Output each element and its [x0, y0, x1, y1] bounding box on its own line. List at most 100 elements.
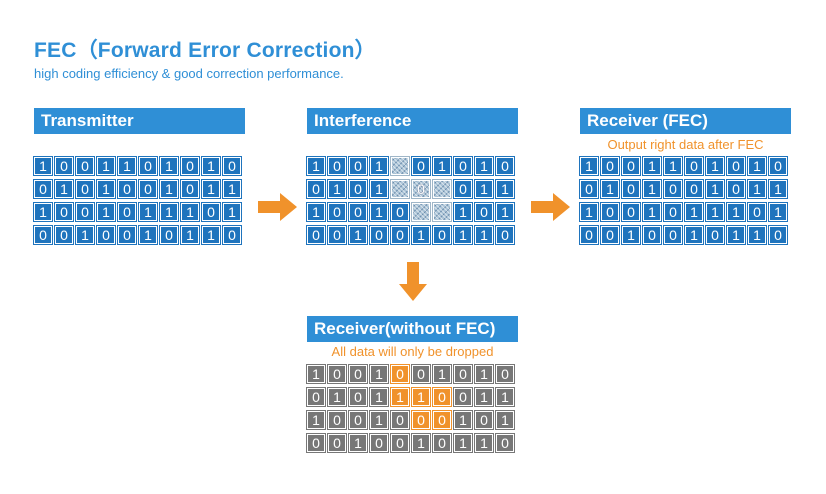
bit-cell: 0: [495, 433, 515, 453]
bit-cell: 0: [327, 156, 347, 176]
bit-cell: 1: [54, 179, 74, 199]
bit-cell: 1: [642, 179, 662, 199]
bit-cell: 1: [96, 156, 116, 176]
error-bit-cell: 1: [390, 387, 410, 407]
bit-cell: 0: [390, 225, 410, 245]
bit-cell: 1: [642, 156, 662, 176]
bit-cell: 0: [75, 202, 95, 222]
bit-cell: 1: [453, 202, 473, 222]
bit-cell: 0: [726, 179, 746, 199]
bit-cell: 0: [663, 202, 683, 222]
bit-cell: 1: [474, 364, 494, 384]
bit-cell: 1: [75, 225, 95, 245]
bit-cell: 0: [75, 156, 95, 176]
bit-cell: 0: [579, 225, 599, 245]
bit-cell: 0: [663, 225, 683, 245]
error-bit-cell: 0: [411, 410, 431, 430]
bit-cell: 0: [411, 364, 431, 384]
bit-cell: 0: [453, 387, 473, 407]
bit-cell: 0: [600, 156, 620, 176]
bit-cell: 0: [327, 433, 347, 453]
bit-cell: 1: [579, 202, 599, 222]
bit-cell: 0: [747, 202, 767, 222]
bit-cell: 0: [96, 225, 116, 245]
bit-cell: 1: [201, 156, 221, 176]
bit-cell: 1: [306, 410, 326, 430]
bit-cell: 0: [726, 156, 746, 176]
bit-cell: 0: [600, 202, 620, 222]
bit-cell: 0: [348, 156, 368, 176]
bit-cell: 0: [138, 156, 158, 176]
bit-cell: 0: [621, 179, 641, 199]
noise-bit-cell: [411, 202, 431, 222]
bit-cell: 0: [159, 225, 179, 245]
interference-header: Interference: [307, 108, 518, 134]
bit-cell: 0: [327, 202, 347, 222]
bit-cell: 1: [726, 225, 746, 245]
bit-cell: 0: [54, 156, 74, 176]
bit-cell: 1: [495, 387, 515, 407]
bit-cell: 0: [75, 179, 95, 199]
bit-cell: 1: [369, 387, 389, 407]
bit-cell: 1: [327, 179, 347, 199]
receiver-no-fec-caption: All data will only be dropped: [331, 344, 494, 359]
bit-cell: 0: [495, 364, 515, 384]
bit-cell: 0: [348, 202, 368, 222]
bit-cell: 0: [474, 410, 494, 430]
bit-cell: 0: [180, 156, 200, 176]
bit-cell: 1: [600, 179, 620, 199]
bit-cell: 0: [663, 179, 683, 199]
bit-cell: 0: [117, 202, 137, 222]
noise-bit-cell: [432, 202, 452, 222]
bit-cell: 0: [432, 225, 452, 245]
bit-cell: 1: [369, 364, 389, 384]
bit-cell: 1: [684, 225, 704, 245]
bit-cell: 1: [579, 156, 599, 176]
bit-cell: 0: [600, 225, 620, 245]
bit-cell: 0: [642, 225, 662, 245]
page-title: FEC（Forward Error Correction）: [34, 39, 376, 62]
bit-cell: 0: [411, 156, 431, 176]
bit-cell: 1: [201, 225, 221, 245]
bit-cell: 1: [306, 364, 326, 384]
bit-cell: 1: [663, 156, 683, 176]
bit-cell: 0: [117, 179, 137, 199]
bit-cell: 1: [222, 179, 242, 199]
page-subtitle: high coding efficiency & good correction…: [34, 66, 344, 81]
bit-cell: 1: [138, 202, 158, 222]
bit-cell: 0: [495, 156, 515, 176]
bit-cell: 0: [306, 433, 326, 453]
bit-cell: 1: [96, 202, 116, 222]
bit-cell: 1: [159, 156, 179, 176]
error-bit-cell: 0: [432, 410, 452, 430]
bit-cell: 0: [348, 179, 368, 199]
bit-cell: 1: [411, 433, 431, 453]
bit-cell: 0: [474, 202, 494, 222]
bit-cell: 0: [222, 225, 242, 245]
bit-cell: 0: [453, 364, 473, 384]
noise-bit-cell: [390, 179, 410, 199]
bit-cell: 1: [768, 179, 788, 199]
bit-cell: 0: [495, 225, 515, 245]
bit-cell: 0: [348, 410, 368, 430]
transmitter-header: Transmitter: [34, 108, 245, 134]
bit-cell: 1: [453, 225, 473, 245]
bit-cell: 1: [621, 225, 641, 245]
bit-cell: 1: [306, 156, 326, 176]
bit-cell: 1: [369, 156, 389, 176]
arrow-right-icon: [258, 193, 297, 221]
bit-cell: 1: [705, 202, 725, 222]
bit-cell: 1: [33, 202, 53, 222]
bit-cell: 0: [54, 202, 74, 222]
